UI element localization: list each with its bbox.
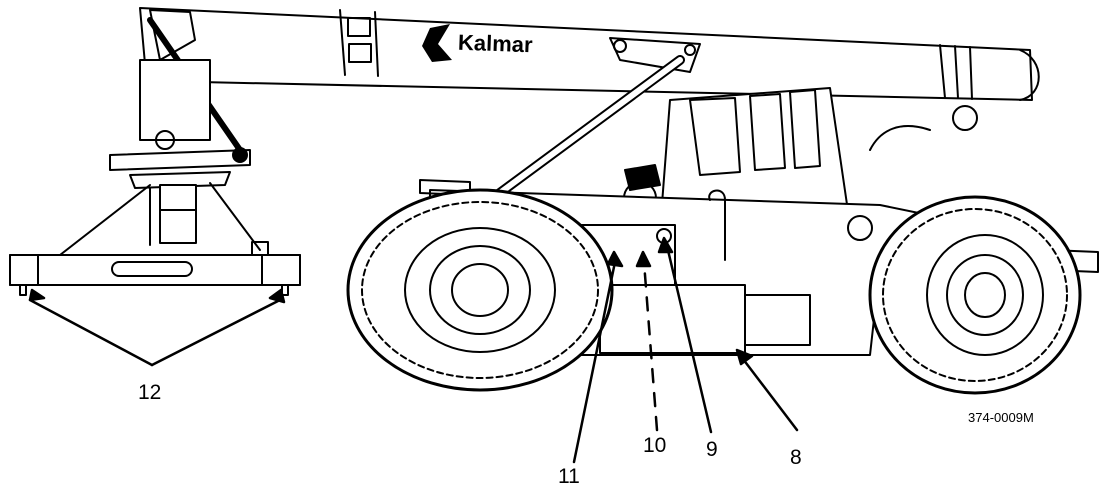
rear-wheel bbox=[868, 195, 1082, 395]
leader-lines bbox=[28, 236, 799, 464]
boom bbox=[139, 7, 1040, 121]
callout-10: 10 bbox=[643, 434, 667, 457]
figure-id: 374-0009M bbox=[968, 410, 1034, 425]
lift-cylinder bbox=[465, 55, 685, 220]
spreader-head bbox=[9, 9, 301, 296]
callout-8: 8 bbox=[790, 446, 802, 469]
front-wheel bbox=[346, 188, 614, 392]
brand-label: Kalmar bbox=[457, 29, 534, 58]
callout-11: 11 bbox=[558, 465, 580, 488]
callout-12: 12 bbox=[138, 381, 162, 404]
callout-9: 9 bbox=[706, 438, 718, 461]
